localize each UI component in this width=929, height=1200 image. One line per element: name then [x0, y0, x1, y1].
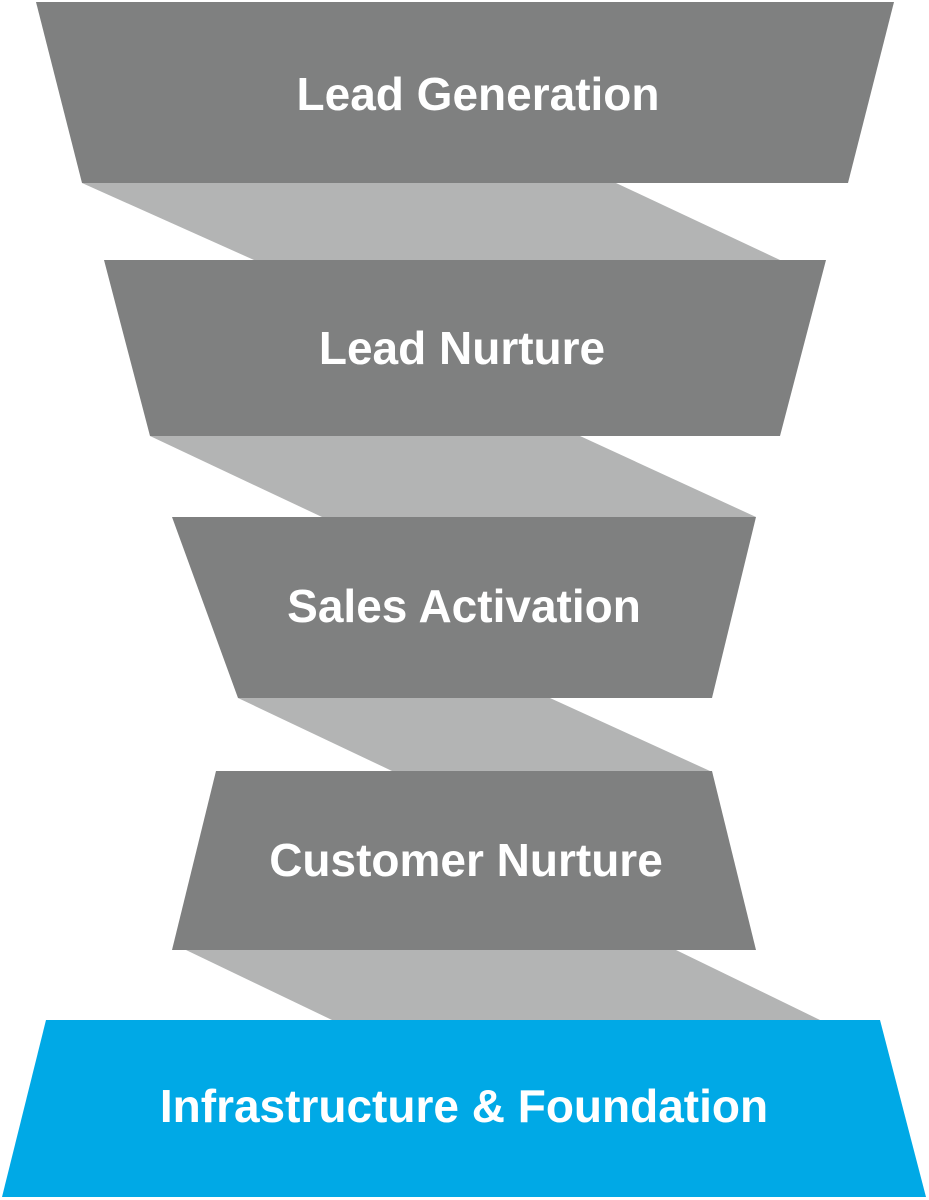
foundation-shape	[2, 1020, 926, 1197]
stage-shape	[36, 2, 894, 183]
connector-3	[238, 698, 710, 771]
connector-4	[186, 950, 820, 1020]
stage-label: Customer Nurture	[269, 834, 663, 886]
stage-shape	[104, 260, 826, 436]
stage-label: Lead Nurture	[319, 322, 605, 374]
stage-shape	[172, 517, 756, 698]
stage-lead-generation: Lead Generation	[36, 2, 894, 183]
stage-label: Lead Generation	[297, 68, 660, 120]
connectors	[82, 183, 820, 1020]
stage-sales-activation: Sales Activation	[172, 517, 756, 698]
connector-2	[150, 436, 756, 517]
connector-1	[82, 183, 780, 260]
stage-label: Sales Activation	[287, 580, 641, 632]
stage-infrastructure-foundation: Infrastructure & Foundation	[2, 1020, 926, 1197]
stage-shape	[172, 771, 756, 950]
stage-lead-nurture: Lead Nurture	[104, 260, 826, 436]
stage-label: Infrastructure & Foundation	[160, 1080, 768, 1132]
stage-customer-nurture: Customer Nurture	[172, 771, 756, 950]
